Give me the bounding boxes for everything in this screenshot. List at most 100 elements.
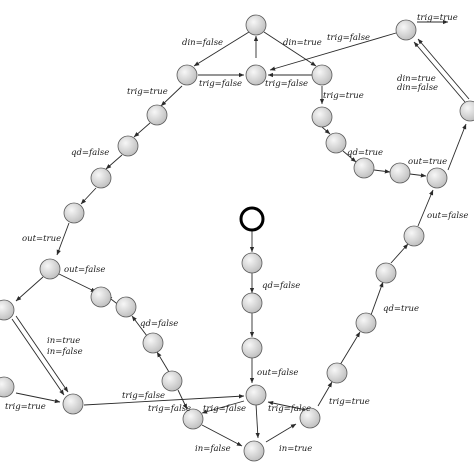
edges (11, 19, 470, 447)
state-node (161, 370, 183, 392)
edge (15, 392, 61, 404)
state-node (0, 376, 15, 398)
state-node (426, 167, 448, 189)
edge (339, 331, 361, 366)
state-node (355, 312, 377, 334)
state-node (146, 104, 168, 126)
initial-state-node (239, 206, 265, 232)
edge (269, 32, 397, 71)
state-node (311, 64, 333, 86)
state-node (115, 296, 137, 318)
edge (15, 315, 69, 393)
state-node (241, 252, 263, 274)
edge-label: trig=true (417, 13, 458, 23)
edge (417, 189, 434, 227)
state-node (176, 64, 198, 86)
state-node (245, 14, 267, 36)
edge (56, 222, 70, 256)
edge (390, 243, 409, 264)
state-node (245, 384, 267, 406)
state-node (142, 332, 164, 354)
edge (80, 187, 97, 205)
edge-label: trig=false (148, 404, 191, 414)
edge-label: in=false (47, 347, 83, 357)
state-node (403, 225, 425, 247)
state-node (389, 162, 411, 184)
edge-label: trig=true (5, 402, 46, 412)
edge (201, 400, 245, 414)
edge (342, 150, 357, 163)
edge (177, 389, 188, 410)
edge-labels: din=false din=true trig=true trig=false … (5, 13, 468, 454)
edge-label: in=true (279, 444, 312, 454)
edge (321, 126, 331, 135)
edge-label: out=true (22, 234, 61, 244)
edge-label: out=false (64, 265, 105, 275)
edge-label: out=false (257, 368, 298, 378)
state-node (63, 202, 85, 224)
edge (263, 31, 317, 67)
edge (56, 272, 97, 293)
edge-label: qd=true (383, 304, 419, 314)
state-node (245, 64, 267, 86)
edge (11, 318, 65, 396)
edge-label: trig=true (323, 91, 364, 101)
state-node (241, 292, 263, 314)
state-node (241, 337, 263, 359)
state-node (0, 299, 15, 321)
nodes (0, 14, 474, 462)
edge-label: trig=true (329, 397, 370, 407)
state-node (459, 100, 474, 122)
edge-label: qd=false (71, 148, 109, 158)
edge (417, 38, 470, 100)
edge-label: qd=true (347, 148, 383, 158)
edge (267, 400, 307, 411)
state-node (90, 286, 112, 308)
state-node (299, 407, 321, 429)
edge-label: din=false (397, 83, 438, 93)
state-node (325, 132, 347, 154)
edge-label: trig=false (327, 33, 370, 43)
edge (265, 423, 297, 443)
state-node (311, 106, 333, 128)
state-node (39, 258, 61, 280)
edge (317, 381, 333, 407)
state-node (182, 408, 204, 430)
edge (15, 276, 44, 302)
edge-label: trig=false (268, 404, 311, 414)
edge (83, 394, 245, 406)
state-node (395, 19, 417, 41)
edge (105, 154, 123, 170)
edge (409, 173, 427, 178)
edge-label: din=false (182, 38, 223, 48)
edge (370, 281, 384, 316)
edge (156, 351, 170, 373)
state-node (375, 262, 397, 284)
edge-label: trig=false (265, 79, 308, 89)
edge-label: trig=true (127, 87, 168, 97)
edge-label: trig=false (122, 391, 165, 401)
state-node (117, 135, 139, 157)
state-node (90, 167, 112, 189)
edge-label: din=true (283, 38, 322, 48)
edge-label: in=false (195, 444, 231, 454)
edge (447, 123, 467, 171)
edge (255, 403, 260, 439)
edge (193, 31, 250, 67)
edge-label: qd=false (140, 319, 178, 329)
state-node (62, 393, 84, 415)
edge (160, 85, 183, 107)
edge-label: trig=false (199, 79, 242, 89)
edge-label: out=false (427, 211, 468, 221)
edge-label: qd=false (262, 281, 300, 291)
state-node (353, 157, 375, 179)
edge (201, 424, 243, 447)
edge-label: trig=false (203, 404, 246, 414)
edge (373, 169, 391, 174)
edge-label: out=true (408, 157, 447, 167)
edge (133, 122, 151, 138)
state-node (326, 362, 348, 384)
edge (413, 41, 466, 103)
edge-label: in=true (47, 336, 80, 346)
